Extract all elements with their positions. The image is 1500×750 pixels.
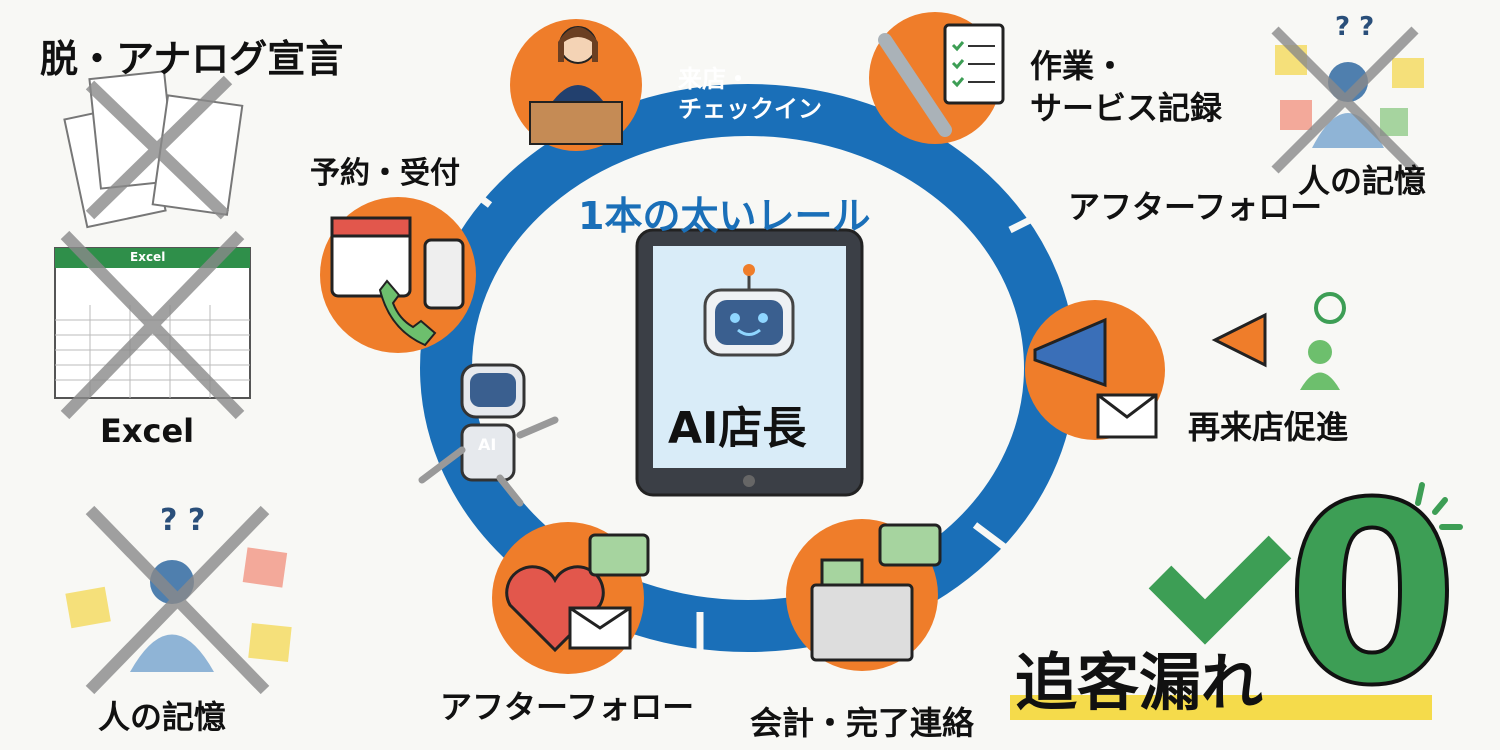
result-text: 追客漏れ — [1015, 646, 1264, 719]
svg-text:? ?: ? ? — [160, 503, 205, 538]
highlight-bar — [1010, 695, 1432, 720]
robot-badge: AI — [478, 435, 497, 454]
excel-window-title: Excel — [130, 250, 166, 264]
page-title: 脱・アナログ宣言 — [40, 37, 344, 81]
step-label-work: 作業・ サービス記録 — [1030, 45, 1222, 129]
memory-label-left: 人の記憶 — [98, 698, 227, 736]
step-label-work-line2: サービス記録 — [1030, 89, 1223, 127]
rail-label: 1本の太いレール — [578, 194, 871, 238]
memory-label-right: 人の記憶 — [1298, 162, 1427, 200]
step-label-revisit: 再来店促進 — [1188, 408, 1349, 446]
center-label: AI店長 — [668, 403, 807, 454]
step-label-work-line1: 作業・ — [1030, 47, 1127, 85]
svg-text:? ?: ? ? — [1335, 12, 1374, 42]
receptionist-icon — [529, 26, 623, 145]
step-label-booking: 予約・受付 — [310, 156, 460, 191]
step-label-checkin-line2: チェックイン — [678, 95, 822, 123]
megaphone-person-icon — [1211, 292, 1346, 390]
sparkle-lines-icon — [1415, 482, 1463, 530]
calendar-phone-icon — [330, 216, 465, 347]
heart-mail-icon — [505, 533, 650, 653]
megaphone-mail-icon — [1033, 317, 1158, 439]
check-mark-icon — [1148, 535, 1292, 645]
excel-label: Excel — [100, 412, 195, 450]
ring-arrow-notches — [447, 172, 1062, 660]
confused-person-top-right-icon: ? ? — [1275, 12, 1424, 148]
cross-out-excel-icon — [60, 230, 245, 420]
step-label-checkin: 来店・ チェックイン — [678, 64, 822, 124]
running-robot-icon — [418, 363, 559, 507]
result-number: 0 — [1283, 449, 1461, 740]
cross-out-memory-icon — [85, 505, 270, 695]
tablet-device — [635, 228, 864, 497]
step-label-checkin-line1: 来店・ — [678, 65, 750, 93]
robot-face-icon — [703, 264, 795, 357]
cross-out-paper-icon — [85, 75, 233, 220]
step-label-checkout: 会計・完了連絡 — [750, 704, 975, 742]
cash-register-icon — [810, 523, 942, 662]
wrench-checklist-icon — [878, 23, 1005, 137]
step-label-followup-bottom: アフターフォロー — [440, 688, 695, 726]
cross-out-memory-top-right-icon — [1271, 26, 1419, 174]
step-label-followup-right: アフターフォロー — [1068, 188, 1323, 226]
confused-person-icon: ? ? — [65, 503, 292, 672]
